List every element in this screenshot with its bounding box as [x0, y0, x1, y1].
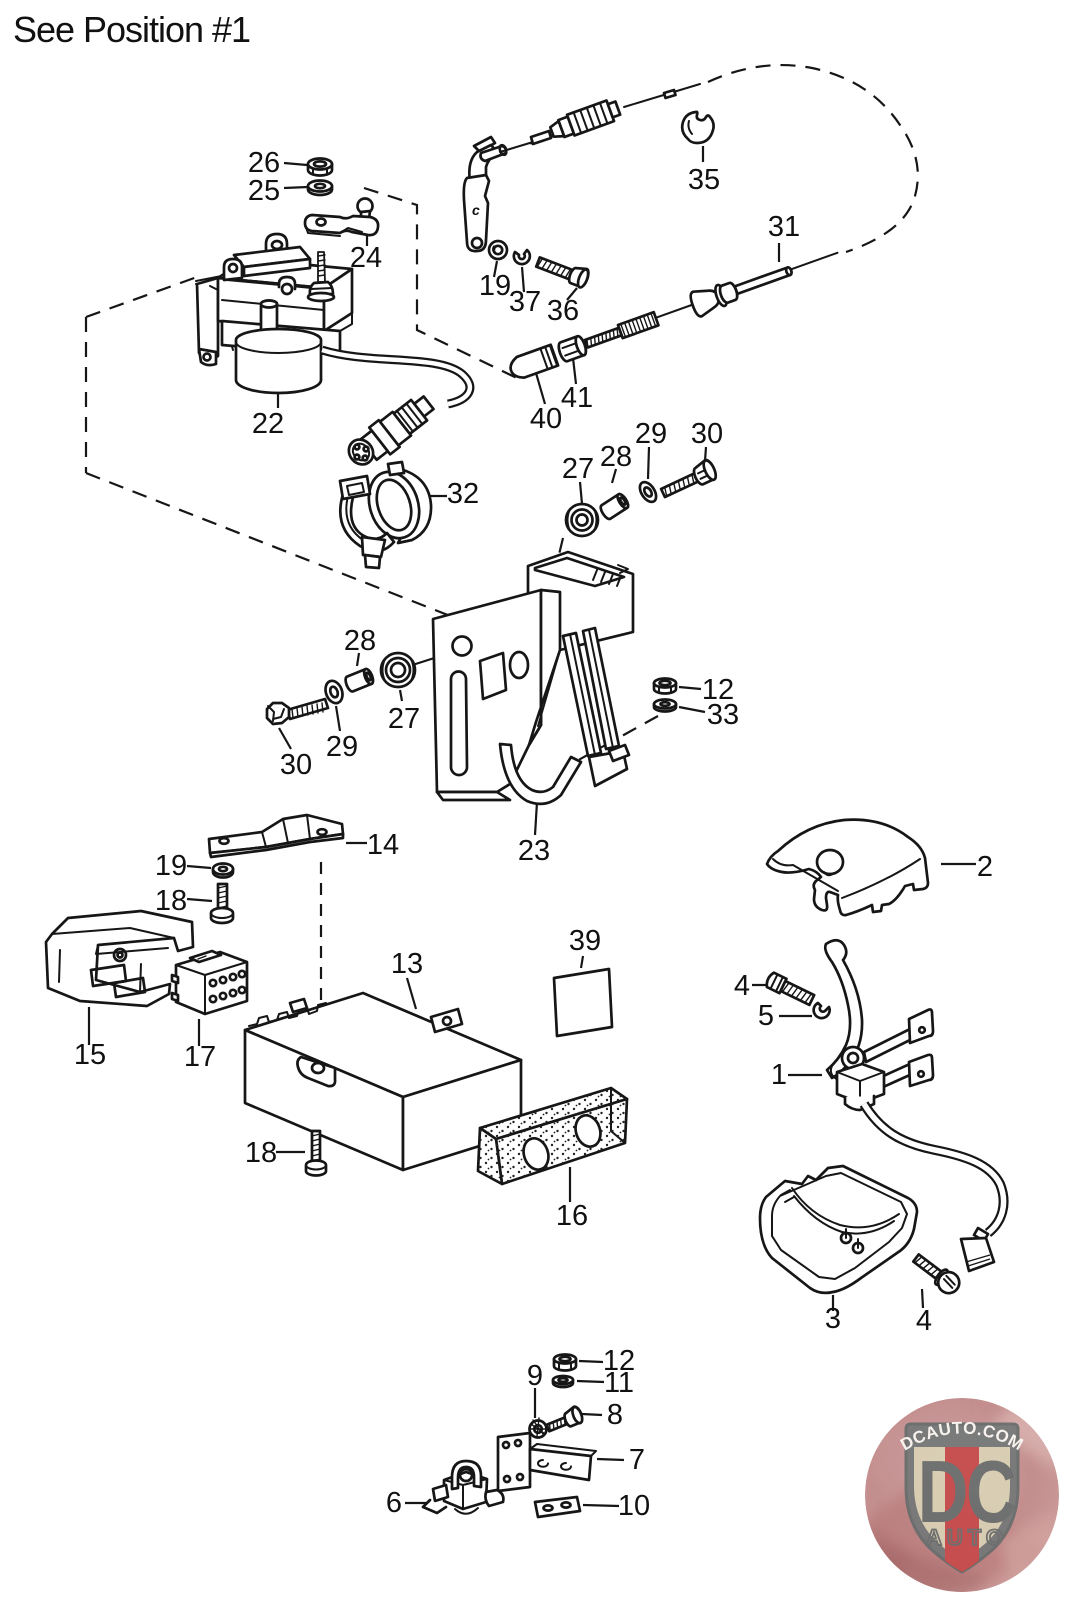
svg-text:6: 6 [386, 1487, 402, 1519]
svg-text:25: 25 [248, 175, 280, 207]
svg-text:28: 28 [600, 441, 632, 473]
svg-text:14: 14 [367, 829, 399, 861]
svg-text:8: 8 [607, 1399, 623, 1431]
svg-text:19: 19 [479, 270, 511, 302]
svg-text:24: 24 [350, 242, 382, 274]
svg-text:7: 7 [629, 1444, 645, 1476]
svg-text:13: 13 [391, 948, 423, 980]
svg-text:5: 5 [758, 1000, 774, 1032]
svg-text:1: 1 [771, 1059, 787, 1091]
svg-text:11: 11 [604, 1367, 634, 1399]
svg-text:30: 30 [280, 749, 312, 781]
svg-text:33: 33 [707, 699, 739, 731]
svg-text:29: 29 [326, 731, 358, 763]
svg-text:c: c [472, 202, 480, 218]
svg-text:DC: DC [918, 1442, 1016, 1540]
svg-text:30: 30 [691, 418, 723, 450]
svg-text:17: 17 [184, 1041, 216, 1073]
svg-text:15: 15 [74, 1039, 106, 1071]
svg-text:12: 12 [702, 674, 734, 706]
svg-text:18: 18 [155, 885, 187, 917]
svg-text:See Position #1: See Position #1 [13, 9, 251, 50]
svg-text:35: 35 [688, 164, 720, 196]
svg-text:10: 10 [618, 1490, 650, 1522]
svg-text:16: 16 [556, 1200, 588, 1232]
svg-text:32: 32 [447, 478, 479, 510]
svg-text:12: 12 [603, 1345, 635, 1377]
svg-text:41: 41 [561, 382, 593, 414]
svg-text:37: 37 [509, 286, 541, 318]
svg-text:31: 31 [768, 211, 800, 243]
svg-text:29: 29 [635, 418, 667, 450]
svg-text:27: 27 [562, 453, 594, 485]
svg-text:28: 28 [344, 625, 376, 657]
svg-text:18: 18 [245, 1137, 277, 1169]
svg-text:9: 9 [527, 1360, 543, 1392]
svg-text:23: 23 [518, 835, 550, 867]
svg-text:2: 2 [977, 851, 993, 883]
svg-text:19: 19 [155, 850, 187, 882]
svg-text:AUTO: AUTO [926, 1525, 1008, 1550]
svg-text:39: 39 [569, 925, 601, 957]
svg-text:36: 36 [547, 295, 579, 327]
svg-text:4: 4 [734, 970, 750, 1002]
svg-text:26: 26 [248, 147, 280, 179]
svg-text:4: 4 [916, 1305, 932, 1337]
svg-text:22: 22 [252, 408, 284, 440]
svg-text:27: 27 [388, 703, 420, 735]
svg-text:40: 40 [530, 403, 562, 435]
svg-text:3: 3 [825, 1303, 841, 1335]
